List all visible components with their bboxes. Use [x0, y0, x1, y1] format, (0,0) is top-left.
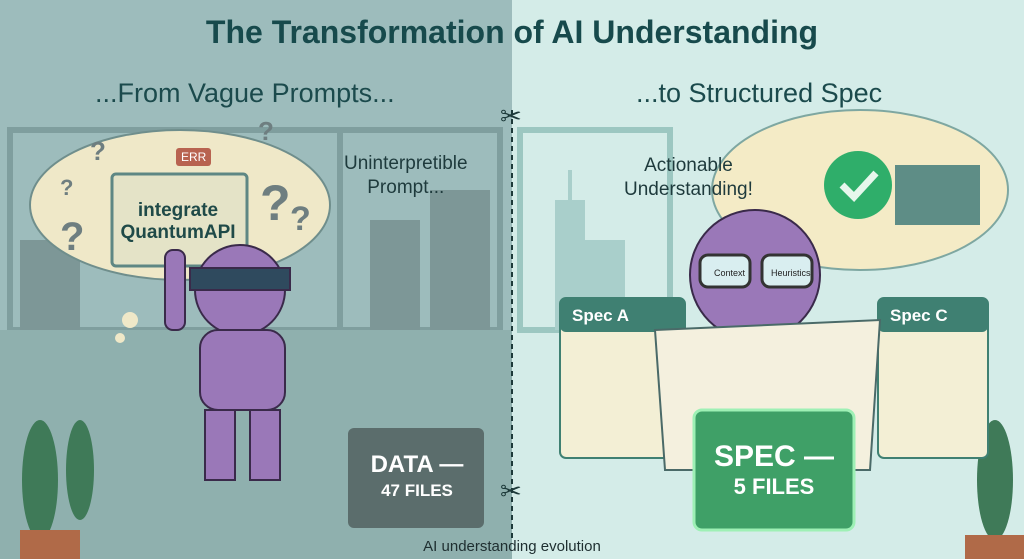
data-folder: [348, 428, 484, 528]
caption-line: Actionable: [644, 155, 733, 176]
prompt-line: integrate: [137, 200, 219, 221]
svg-text:?: ?: [258, 116, 274, 146]
caption-line: Uninterpretible: [344, 153, 468, 174]
caption-line: Understanding!: [624, 179, 753, 200]
glasses-label-context: Context: [714, 268, 746, 278]
page-title: The Transformation of AI Understanding: [205, 14, 819, 50]
right-subtitle: ...to Structured Spec: [636, 78, 883, 108]
bottom-caption: AI understanding evolution: [423, 538, 601, 555]
data-folder-label: DATA — 47 FILES: [352, 452, 482, 504]
folder-line: DATA —: [370, 451, 464, 478]
svg-text:?: ?: [290, 200, 311, 238]
city-skyline-left: [20, 190, 490, 330]
folder-line: SPEC —: [713, 440, 835, 473]
svg-text:?: ?: [60, 215, 84, 259]
question-mark-icons: ?? ?? ??: [60, 116, 311, 259]
glasses-label-heuristics: Heuristics: [771, 268, 811, 278]
error-badge: ERR: [176, 148, 212, 166]
svg-text:?: ?: [260, 175, 291, 231]
spec-card-title: Spec A: [572, 306, 630, 325]
svg-text:?: ?: [60, 175, 73, 200]
confused-thought-cloud: [29, 129, 331, 343]
spec-folder-label: SPEC —5 FILES: [694, 440, 854, 500]
svg-text:?: ?: [90, 136, 106, 166]
folder-line: 5 FILES: [733, 474, 815, 499]
spec-folder: [692, 408, 856, 532]
plant-left: [20, 420, 94, 559]
blindfolded-robot: [164, 244, 291, 481]
scissors-icon: ✂: [500, 476, 522, 506]
spec-cards: [559, 297, 989, 459]
left-subtitle: ...From Vague Prompts...: [95, 78, 395, 108]
spec-card-title: Spec C: [890, 306, 948, 325]
caption-line: Prompt...: [367, 177, 445, 198]
folder-line: 47 FILES: [381, 481, 453, 500]
prompt-line: QuantumAPI: [120, 222, 236, 243]
scissors-icon: ✂: [500, 101, 522, 131]
